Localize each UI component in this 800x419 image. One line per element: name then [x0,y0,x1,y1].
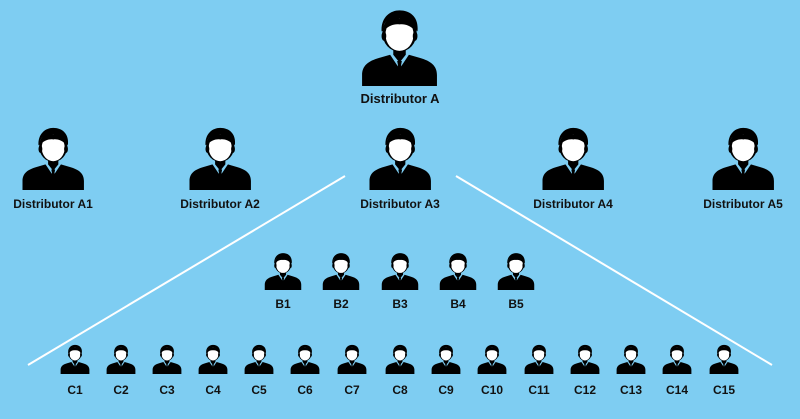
businessman-icon [290,344,320,374]
left-connector-line [27,175,346,366]
distributor-c15-label: C15 [712,383,735,397]
distributor-b3-node: B3 [381,252,419,310]
distributor-a3-label: Distributor A3 [360,197,440,211]
distributor-c12-node: C12 [570,344,600,396]
businessman-icon [264,252,302,290]
distributor-c11-node: C11 [524,344,554,396]
right-connector-line [455,175,773,366]
businessman-icon [322,252,360,290]
distributor-a1-label: Distributor A1 [13,197,93,211]
distributor-c3-node: C3 [152,344,182,396]
distributor-a4-label: Distributor A4 [533,197,613,211]
distributor-a2-node: Distributor A2 [180,126,260,210]
distributor-c5-node: C5 [244,344,274,396]
businessman-icon [21,126,85,190]
businessman-icon [106,344,136,374]
businessman-icon [244,344,274,374]
distributor-c7-node: C7 [337,344,367,396]
distributor-c4-label: C4 [205,383,221,397]
businessman-icon [385,344,415,374]
businessman-icon [431,344,461,374]
distributor-b4-node: B4 [439,252,477,310]
distributor-c9-label: C9 [438,383,454,397]
distributor-a-label: Distributor A [360,91,440,106]
businessman-icon [337,344,367,374]
businessman-icon [381,252,419,290]
distributor-a4-node: Distributor A4 [533,126,613,210]
distributor-c10-label: C10 [480,383,503,397]
businessman-icon [541,126,605,190]
businessman-icon [662,344,692,374]
distributor-c4-node: C4 [198,344,228,396]
distributor-b2-label: B2 [333,297,349,311]
distributor-c14-label: C14 [665,383,688,397]
distributor-c3-label: C3 [159,383,175,397]
distributor-c1-label: C1 [67,383,83,397]
businessman-icon [361,8,439,86]
distributor-b4-label: B4 [450,297,466,311]
distributor-c14-node: C14 [662,344,692,396]
businessman-icon [188,126,252,190]
businessman-icon [524,344,554,374]
distributor-c8-node: C8 [385,344,415,396]
distributor-c8-label: C8 [392,383,408,397]
businessman-icon [60,344,90,374]
distributor-a1-node: Distributor A1 [13,126,93,210]
distributor-c5-label: C5 [251,383,267,397]
distributor-c12-label: C12 [573,383,596,397]
businessman-icon [711,126,775,190]
businessman-icon [477,344,507,374]
distributor-b3-label: B3 [392,297,408,311]
distributor-c13-node: C13 [616,344,646,396]
businessman-icon [497,252,535,290]
distributor-a5-node: Distributor A5 [703,126,783,210]
distributor-c2-node: C2 [106,344,136,396]
distributor-a3-node: Distributor A3 [360,126,440,210]
businessman-icon [152,344,182,374]
distributor-b1-label: B1 [275,297,291,311]
distributor-c13-label: C13 [619,383,642,397]
businessman-icon [709,344,739,374]
businessman-icon [368,126,432,190]
businessman-icon [570,344,600,374]
distributor-b5-node: B5 [497,252,535,310]
distributor-c10-node: C10 [477,344,507,396]
distributor-c15-node: C15 [709,344,739,396]
distributor-b5-label: B5 [508,297,524,311]
distributor-c6-node: C6 [290,344,320,396]
distributor-b1-node: B1 [264,252,302,310]
distributor-c2-label: C2 [113,383,129,397]
distributor-a-node: Distributor A [360,8,440,106]
businessman-icon [198,344,228,374]
distributor-c11-label: C11 [528,383,550,397]
distributor-a2-label: Distributor A2 [180,197,260,211]
distributor-c1-node: C1 [60,344,90,396]
distributor-a5-label: Distributor A5 [703,197,783,211]
distributor-c6-label: C6 [297,383,313,397]
distributor-c9-node: C9 [431,344,461,396]
distributor-b2-node: B2 [322,252,360,310]
businessman-icon [439,252,477,290]
distributor-c7-label: C7 [344,383,360,397]
businessman-icon [616,344,646,374]
